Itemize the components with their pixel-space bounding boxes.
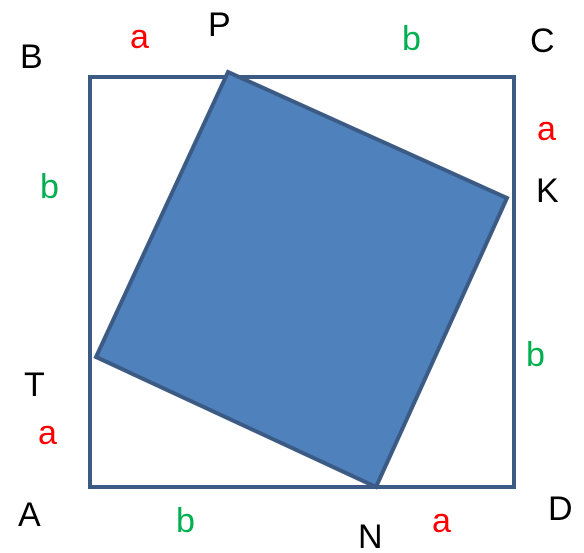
vertex-label-c: C: [530, 22, 555, 60]
segment-label-right-b: b: [526, 336, 545, 374]
vertex-label-d: D: [548, 490, 573, 528]
inner-square: [93, 69, 510, 490]
segment-label-right-a: a: [537, 110, 556, 148]
segment-label-top-b: b: [402, 20, 421, 58]
vertex-label-b: B: [20, 38, 43, 76]
segment-label-bottom-a: a: [432, 502, 451, 540]
vertex-label-k: K: [536, 172, 559, 210]
segment-label-top-a: a: [130, 18, 149, 56]
segment-label-bottom-b: b: [176, 502, 195, 540]
segment-label-left-a: a: [38, 414, 57, 452]
vertex-label-p: P: [208, 6, 231, 44]
segment-label-left-b: b: [40, 168, 59, 206]
vertex-label-n: N: [358, 518, 383, 553]
outer-square: [88, 75, 516, 489]
vertex-label-a: A: [18, 496, 41, 534]
vertex-label-t: T: [24, 366, 45, 404]
